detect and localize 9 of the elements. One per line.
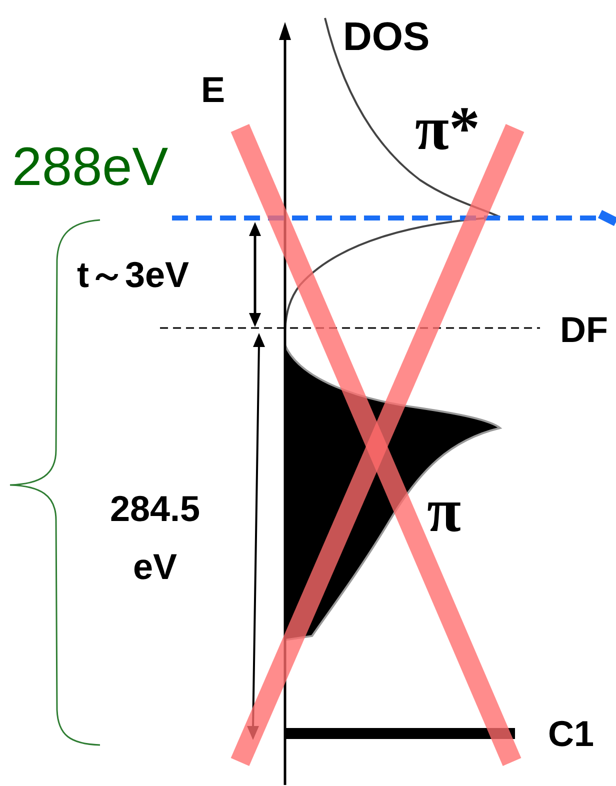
energy-label: 288eV: [12, 140, 168, 194]
level-label: C1: [548, 716, 594, 752]
axis-label: E: [201, 72, 226, 108]
band-label: π*: [415, 98, 480, 160]
energy-label: t～3eV: [77, 257, 190, 293]
energy-label: 284.5 eV: [108, 487, 202, 589]
band-label: π: [427, 480, 461, 542]
axis-label: DOS: [343, 17, 430, 57]
level-label: DF: [560, 312, 608, 348]
